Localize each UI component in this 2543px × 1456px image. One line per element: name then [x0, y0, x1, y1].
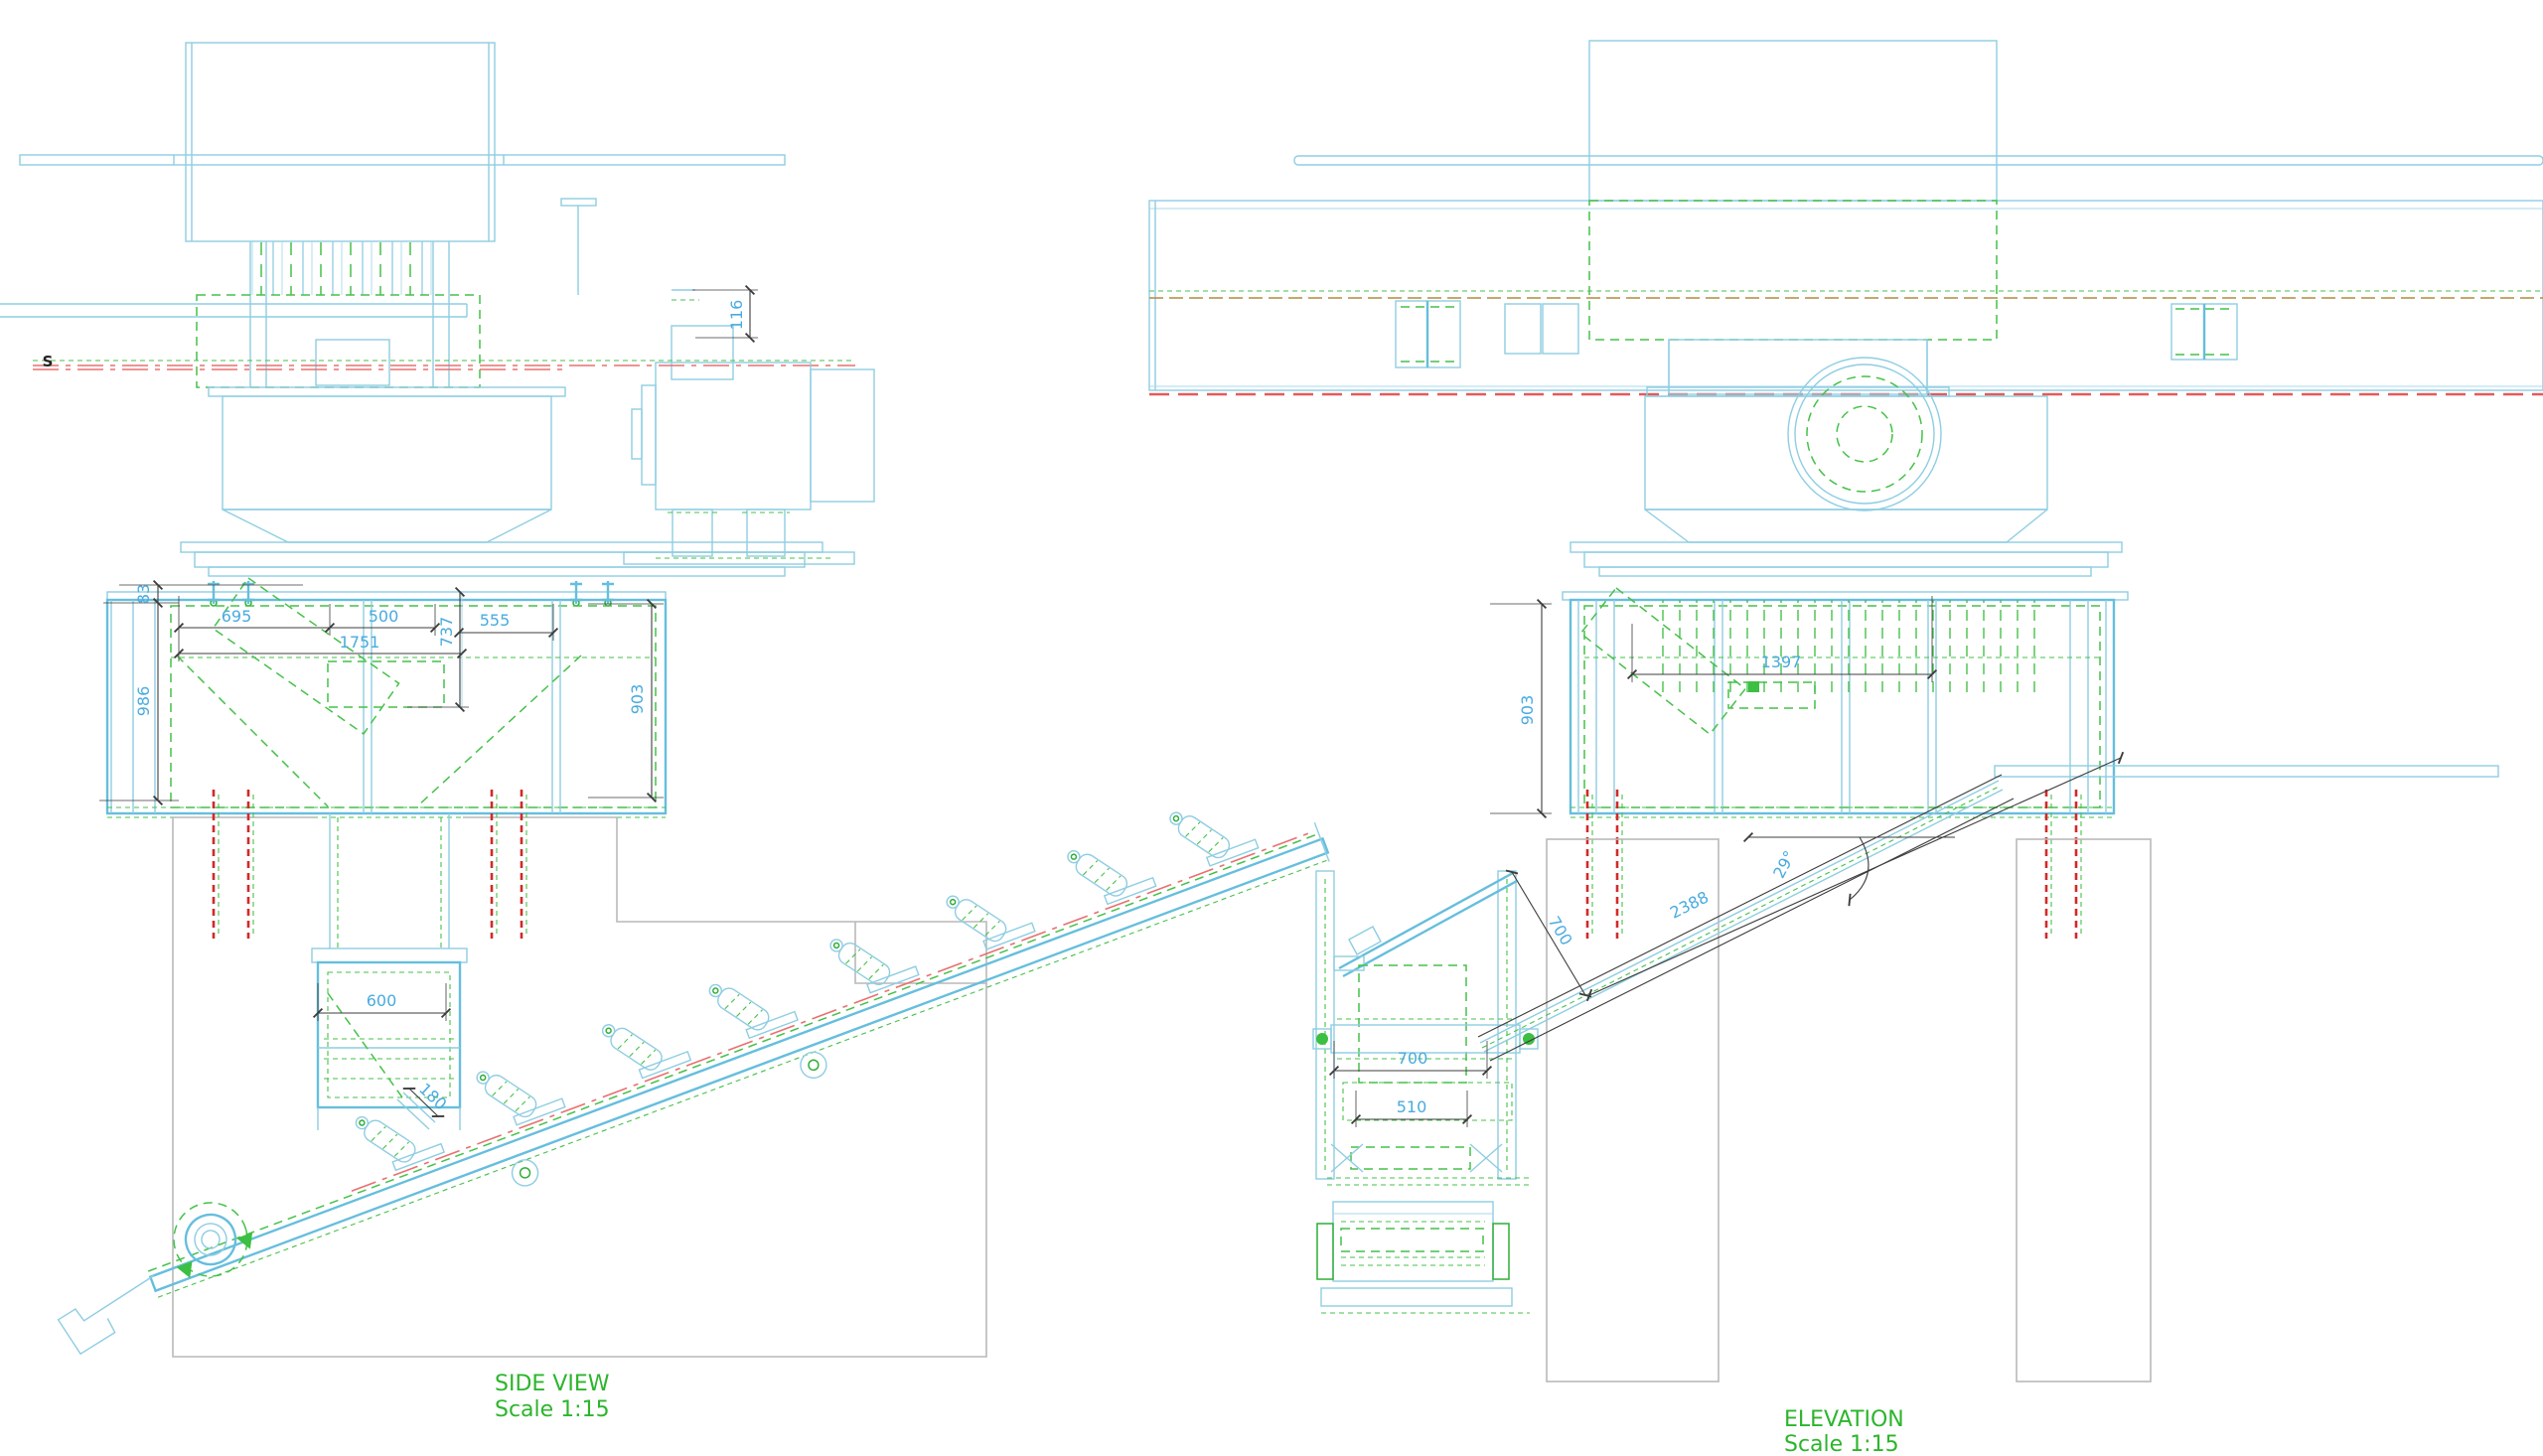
- dim-1397: 1397: [1761, 653, 1802, 671]
- trunnion-bearing: [1787, 357, 1942, 511]
- dim-986: 986: [134, 686, 153, 717]
- dim-695: 695: [222, 607, 252, 626]
- dim-903-elevation: 903: [1518, 695, 1537, 726]
- dim-500: 500: [369, 607, 399, 626]
- gallery-beam-section-2: [2170, 303, 2238, 361]
- side-view-support-beam: S: [0, 154, 855, 380]
- side-view-dimensions: 83 986 695 500 1751 737 555 903 116: [99, 284, 758, 1118]
- gallery-beam-section: [1395, 300, 1461, 368]
- elevation-feed-spout: [1579, 586, 1747, 736]
- elevation-view: 903 1397 700 2388 29° 700 510 ELEVATION …: [1148, 40, 2543, 1456]
- dim-1751: 1751: [340, 633, 380, 652]
- dim-555: 555: [480, 611, 511, 630]
- side-view-foundation: [172, 790, 987, 1358]
- dim-700-feeder: 700: [1398, 1049, 1428, 1068]
- side-view-chute: [311, 813, 468, 1130]
- side-view-title: SIDE VIEW: [495, 1372, 610, 1396]
- elevation-mill-column: [1588, 40, 2048, 543]
- elevation-title: ELEVATION: [1784, 1407, 1904, 1432]
- dim-116: 116: [727, 300, 746, 331]
- side-view-mill-column: [185, 42, 566, 543]
- side-view: S: [0, 42, 1331, 1422]
- elevation-support-table: [1562, 541, 2129, 601]
- anchor-bolts: [212, 790, 527, 939]
- dim-600: 600: [367, 991, 397, 1010]
- side-view-scale: Scale 1:15: [495, 1397, 610, 1422]
- elevation-scale: Scale 1:15: [1784, 1432, 1899, 1456]
- dim-510: 510: [1397, 1097, 1427, 1116]
- dim-83: 83: [134, 584, 153, 604]
- dim-737: 737: [437, 617, 456, 648]
- dim-903-side: 903: [628, 684, 647, 715]
- section-mark-label: S: [43, 353, 54, 370]
